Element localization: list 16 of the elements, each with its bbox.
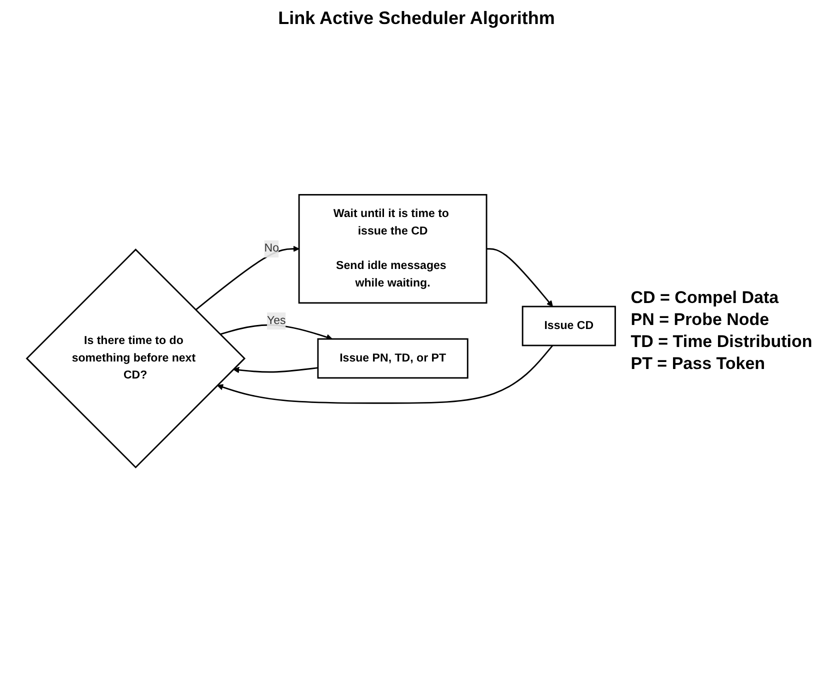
- arrow: [486, 248, 553, 307]
- arrow: [220, 324, 332, 340]
- edge-label: Yes: [266, 314, 286, 327]
- abbreviation-note: PN = Probe Node: [630, 310, 770, 330]
- node-box: Issue CD: [522, 306, 616, 346]
- arrow: [232, 366, 318, 374]
- node-box: Wait until it is time to issue the CD Send idle messages while waiting.: [298, 194, 487, 304]
- edge-label: No: [264, 242, 279, 255]
- abbreviation-note: CD = Compel Data: [630, 288, 780, 308]
- node-box: Issue PN, TD, or PT: [316, 338, 468, 379]
- abbreviation-note: PT = Pass Token: [630, 354, 766, 374]
- arrow: [216, 344, 553, 404]
- abbreviation-note: TD = Time Distribution: [630, 332, 812, 352]
- arrow: [194, 246, 300, 310]
- node-diamond: Is there time to do something before next CD?: [26, 248, 246, 468]
- diagram-title: Link Active Scheduler Algorithm: [277, 8, 556, 29]
